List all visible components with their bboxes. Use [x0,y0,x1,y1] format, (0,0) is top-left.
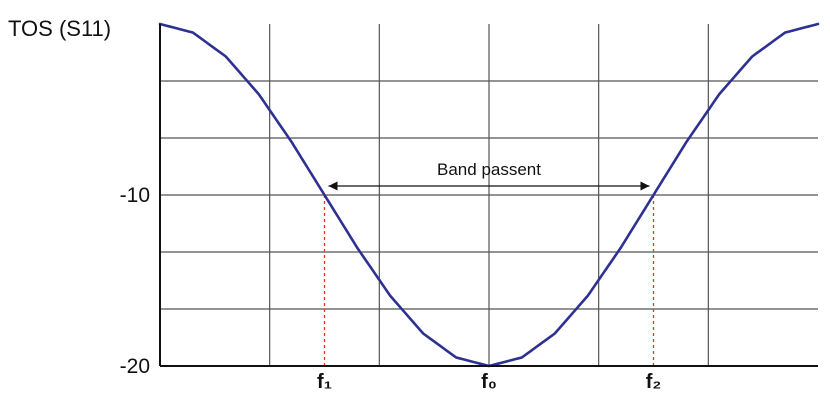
grid-lines [160,24,818,366]
x-tick-label: f₁ [317,371,332,393]
y-tick-label: -10 [120,184,150,207]
y-tick-label: -20 [120,355,150,378]
y-axis-title: TOS (S11) [8,16,111,41]
x-tick-label: f₀ [481,371,497,393]
bandwidth-arrowhead-left [328,181,338,191]
x-tick-label: f₂ [646,371,662,393]
frequency-markers [323,195,655,366]
axes [159,24,818,367]
bandwidth-annotation: Band passent [328,160,650,191]
bandwidth-arrowhead-right [640,181,650,191]
axis-labels: TOS (S11) -10 -20 f₁ f₀ f₂ [8,16,661,393]
bandwidth-label: Band passent [437,160,541,179]
